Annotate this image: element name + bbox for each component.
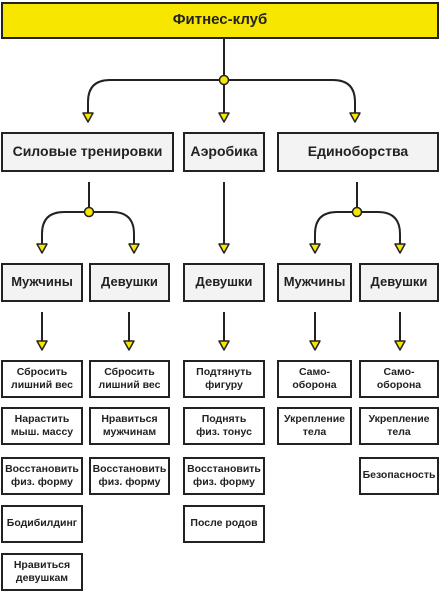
martial-women-label: Девушки [370,274,428,290]
strength-women: Девушки [89,263,170,302]
junction-dot [351,206,363,218]
goal-label: Сбросить лишний вес [11,365,73,391]
strength-men-label: Мужчины [11,274,73,290]
junction-dot [83,206,95,218]
goal-label: Само- оборона [376,365,422,391]
aerobics-women: Девушки [183,263,265,302]
goal-strength-men-3: Восстановить физ. форму [1,457,83,495]
category-strength-label: Силовые тренировки [12,143,163,160]
goal-label: Сбросить лишний вес [98,365,161,391]
goal-strength-men-4: Бодибилдинг [1,505,83,543]
goal-martial-women-1: Само- оборона [359,360,439,398]
root-node: Фитнес-клуб [1,2,439,39]
goal-martial-women-3: Безопасность [359,457,439,495]
arrow-head [218,340,230,351]
arrow-head [123,340,135,351]
arrow-head [309,340,321,351]
goal-aerobics-women-2: Поднять физ. тонус [183,407,265,445]
arrow-head [36,340,48,351]
goal-martial-women-2: Укрепление тела [359,407,439,445]
goal-label: Нарастить мыш. массу [10,412,74,438]
goal-strength-women-1: Сбросить лишний вес [89,360,170,398]
category-martial-arts: Единоборства [277,132,439,172]
arrow-head [394,243,406,254]
arrow-head [82,112,94,123]
goal-strength-women-3: Восстановить физ. форму [89,457,170,495]
goal-strength-men-5: Нравиться девушкам [1,553,83,591]
arrow-head [349,112,361,123]
martial-women: Девушки [359,263,439,302]
goal-label: Нравиться мужчинам [101,412,158,438]
goal-label: После родов [190,517,258,530]
goal-aerobics-women-1: Подтянуть фигуру [183,360,265,398]
root-label: Фитнес-клуб [172,11,268,29]
goal-label: Поднять физ. тонус [196,412,252,438]
goal-strength-women-2: Нравиться мужчинам [89,407,170,445]
arrow-head [128,243,140,254]
category-aerobics-label: Аэробика [190,143,258,160]
martial-men-label: Мужчины [283,274,346,290]
goal-label: Восстановить физ. форму [5,462,79,488]
arrow-head [309,243,321,254]
arrow-head [36,243,48,254]
junction-dot [218,74,230,86]
aerobics-women-label: Девушки [195,274,253,290]
arrow-head [394,340,406,351]
arrow-head [218,243,230,254]
goal-martial-men-2: Укрепление тела [277,407,352,445]
goal-strength-men-2: Нарастить мыш. массу [1,407,83,445]
goal-label: Безопасность [362,469,436,482]
category-martial-arts-label: Единоборства [307,143,409,160]
category-aerobics: Аэробика [183,132,265,172]
goal-label: Бодибилдинг [6,517,78,530]
goal-aerobics-women-4: После родов [183,505,265,543]
strength-men: Мужчины [1,263,83,302]
category-strength: Силовые тренировки [1,132,174,172]
goal-label: Укрепление тела [284,412,345,438]
martial-men: Мужчины [277,263,352,302]
goal-label: Восстановить физ. форму [92,462,167,488]
goal-martial-men-1: Само- оборона [277,360,352,398]
goal-label: Само- оборона [292,365,337,391]
goal-label: Нравиться девушкам [13,558,71,584]
connector-arc [87,79,356,113]
goal-strength-men-1: Сбросить лишний вес [1,360,83,398]
goal-label: Подтянуть фигуру [196,365,252,391]
goal-label: Восстановить физ. форму [187,462,261,488]
goal-label: Укрепление тела [368,412,430,438]
strength-women-label: Девушки [101,274,158,290]
goal-aerobics-women-3: Восстановить физ. форму [183,457,265,495]
arrow-head [218,112,230,123]
